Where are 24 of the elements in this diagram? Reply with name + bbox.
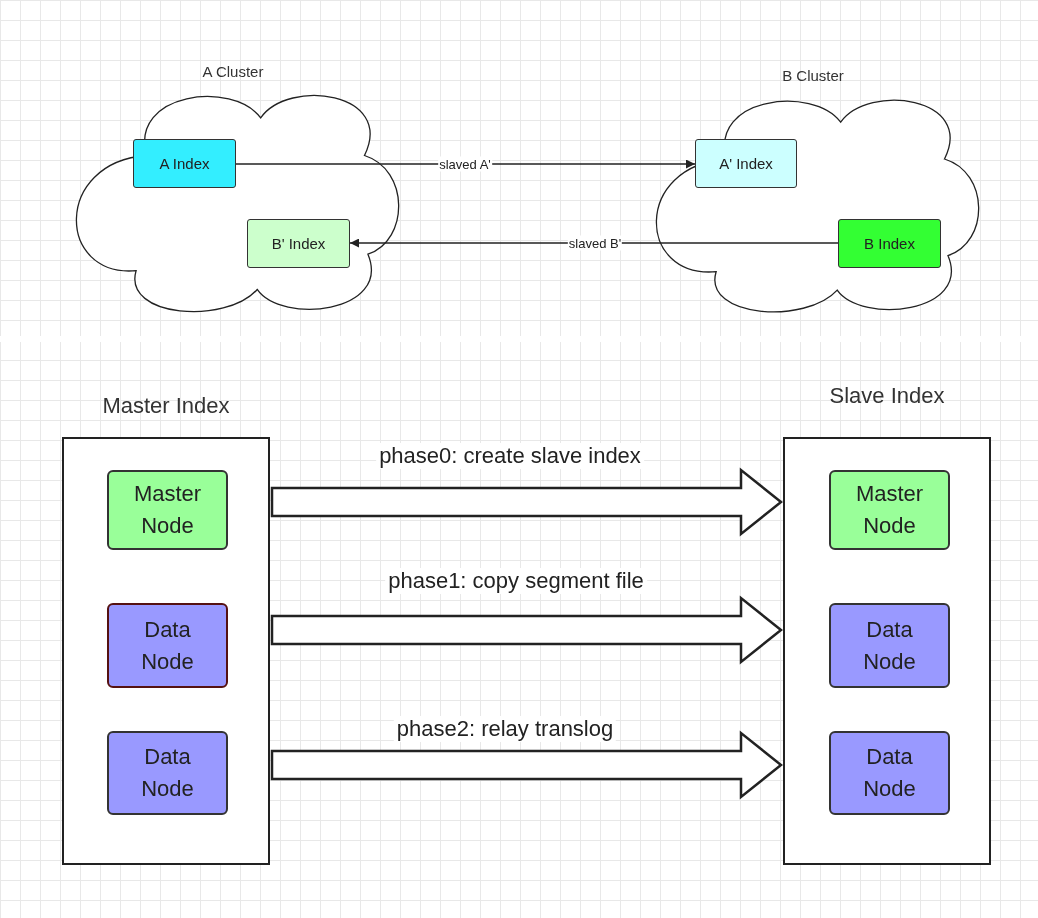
block-arrow (270, 595, 783, 665)
block-arrow (270, 730, 783, 800)
node-box: Master Node (107, 470, 228, 550)
node-box: Master Node (829, 470, 950, 550)
edge-label: phase0: create slave index (376, 443, 644, 469)
block-arrow (270, 467, 783, 537)
edge-label: phase2: relay translog (393, 716, 617, 742)
edge-label: phase1: copy segment file (385, 568, 647, 594)
cluster-label: A Cluster (201, 63, 265, 80)
node-box: Data Node (829, 731, 950, 815)
index-heading: Master Index (101, 393, 231, 419)
arrow (349, 238, 839, 248)
node-box: A Index (133, 139, 236, 188)
node-box: Data Node (107, 603, 228, 688)
node-box: Data Node (829, 603, 950, 688)
index-heading: Slave Index (828, 383, 946, 409)
node-box: A' Index (695, 139, 797, 188)
edge-label: slaved B' (567, 235, 623, 251)
node-box: B Index (838, 219, 941, 268)
arrow (235, 159, 696, 169)
edge-label: slaved A' (438, 156, 492, 172)
cluster-label: B Cluster (781, 67, 845, 84)
node-box: B' Index (247, 219, 350, 268)
node-box: Data Node (107, 731, 228, 815)
